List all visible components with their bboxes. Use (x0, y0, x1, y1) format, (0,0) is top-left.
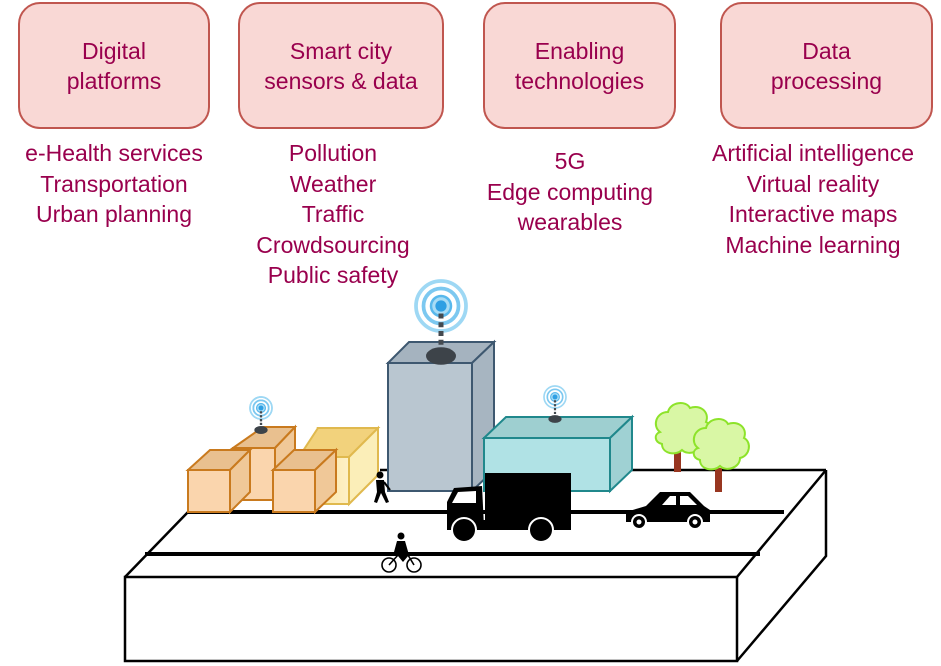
tree-icon (692, 418, 750, 492)
list-item: Transportation (40, 170, 188, 197)
list-item: 5G (554, 148, 586, 174)
list-item: Virtual reality (746, 170, 880, 197)
list-item: Traffic (301, 201, 365, 227)
category-box-data-processing: Data processing (720, 2, 933, 129)
truck-icon (447, 473, 571, 543)
car-icon (626, 492, 710, 530)
orange-building-left (185, 447, 253, 515)
category-items-data-processing: Artificial intelligence Virtual reality … (697, 138, 929, 260)
category-title-line: Enabling (534, 37, 625, 64)
list-item: Crowdsourcing (256, 231, 410, 258)
list-item: Machine learning (725, 231, 901, 258)
list-item: wearables (517, 209, 623, 235)
category-title-line: sensors & data (264, 67, 418, 94)
category-title-line: platforms (66, 67, 162, 94)
pedestrian-icon (374, 471, 391, 503)
category-title-line: Smart city (289, 37, 393, 64)
category-title-line: Data (802, 37, 851, 64)
teal-building (481, 414, 635, 494)
list-item: e-Health services (25, 140, 203, 166)
list-item: Urban planning (35, 201, 192, 227)
category-box-smart-city-sensors: Smart city sensors & data (238, 2, 444, 129)
list-item: Edge computing (486, 178, 654, 205)
category-title-line: technologies (514, 67, 645, 94)
category-box-digital-platforms: Digital platforms (18, 2, 210, 129)
cyclist-icon (381, 532, 422, 573)
category-items-smart-city-sensors: Pollution Weather Traffic Crowdsourcing … (233, 138, 433, 291)
category-title-line: processing (770, 67, 883, 94)
list-item: Interactive maps (728, 201, 898, 227)
orange-building-right (270, 447, 339, 515)
list-item: Weather (289, 170, 377, 197)
category-items-digital-platforms: e-Health services Transportation Urban p… (0, 138, 228, 230)
list-item: Pollution (288, 140, 378, 166)
list-item: Public safety (267, 262, 399, 288)
list-item: Artificial intelligence (712, 140, 914, 166)
category-box-enabling-technologies: Enabling technologies (483, 2, 676, 129)
category-title-line: Digital (82, 37, 146, 64)
category-items-enabling-technologies: 5G Edge computing wearables (470, 146, 670, 238)
